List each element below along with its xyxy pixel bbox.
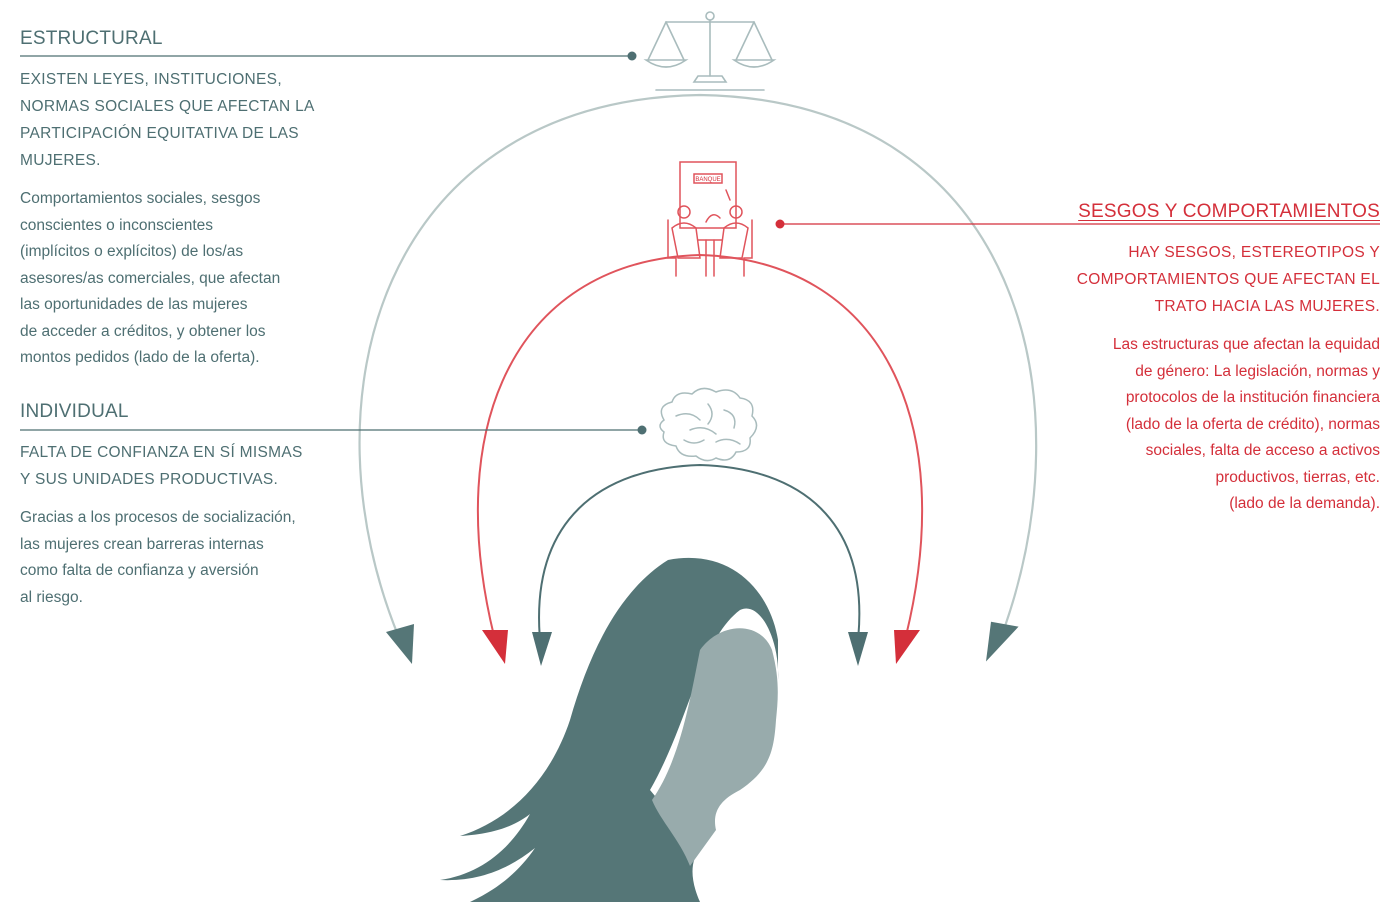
bias-title: SESGOS Y COMPORTAMIENTOS — [1078, 201, 1380, 222]
structural-leader-dot — [627, 51, 637, 61]
outer-arc-left-arrowhead — [386, 624, 414, 664]
inner-arc — [538, 463, 861, 641]
middle-arc-right-arrowhead — [894, 630, 920, 664]
inner-arc-left-arrowhead — [532, 632, 552, 666]
structural-summary: EXISTEN LEYES, INSTITUCIONES, NORMAS SOC… — [20, 71, 315, 169]
middle-arc-left-arrowhead — [482, 630, 508, 664]
structural-description: Comportamientos sociales, sesgos conscie… — [20, 190, 281, 366]
bias-description: Las estructuras que afectan la equidad d… — [1112, 336, 1380, 512]
individual-description: Gracias a los procesos de socialización,… — [20, 509, 296, 606]
bias-section: SESGOS Y COMPORTAMIENTOS HAY SESGOS, EST… — [1040, 201, 1380, 518]
inner-arc-right-arrowhead — [848, 632, 868, 666]
individual-summary: FALTA DE CONFIANZA EN SÍ MISMAS Y SUS UN… — [20, 444, 303, 488]
scales-icon — [643, 11, 777, 91]
woman-head-silhouette-icon — [440, 557, 779, 902]
individual-leader-dot — [637, 425, 647, 435]
bank-sign-text: BANQUE — [695, 177, 720, 183]
outer-arc — [358, 93, 1038, 641]
bias-summary: HAY SESGOS, ESTEREOTIPOS Y COMPORTAMIENT… — [1076, 244, 1380, 315]
outer-arc-right-arrowhead — [986, 621, 1019, 662]
brain-icon — [659, 387, 758, 462]
structural-title: ESTRUCTURAL — [20, 28, 163, 49]
individual-title: INDIVIDUAL — [20, 401, 129, 422]
individual-section: INDIVIDUAL FALTA DE CONFIANZA EN SÍ MISM… — [20, 401, 350, 611]
bias-leader-dot — [775, 219, 785, 229]
bank-meeting-icon — [667, 161, 753, 277]
structural-section: ESTRUCTURAL EXISTEN LEYES, INSTITUCIONES… — [20, 28, 350, 372]
